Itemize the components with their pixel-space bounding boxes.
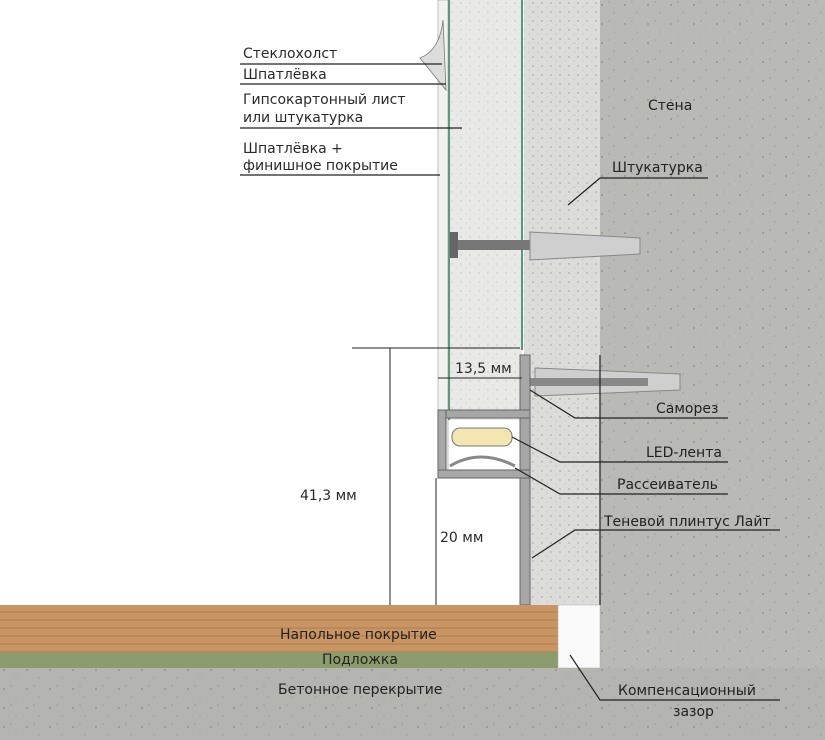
led-strip — [451, 427, 513, 447]
underlay — [0, 652, 558, 668]
dimension-width: 13,5 мм — [455, 361, 512, 377]
label-drywall-1: Гипсокартонный лист — [243, 92, 406, 108]
floor-covering — [0, 605, 558, 652]
label-baseboard: Теневой плинтус Лайт — [603, 514, 771, 530]
label-screw: Саморез — [656, 401, 718, 417]
label-drywall-2: или штукатурка — [243, 110, 363, 126]
screw-icon — [450, 231, 641, 261]
label-floor-covering: Напольное покрытие — [280, 627, 437, 643]
label-finish-1: Шпатлёвка + — [243, 141, 343, 157]
expansion-gap — [557, 604, 601, 669]
diffuser — [449, 455, 516, 468]
label-finish-2: финишное покрытие — [243, 158, 398, 174]
label-gap-2: зазор — [673, 704, 714, 720]
label-led-strip: LED-лента — [646, 445, 722, 461]
label-plaster: Штукатурка — [612, 160, 703, 176]
dimension-total-height: 41,3 мм — [300, 488, 357, 504]
label-gap-1: Компенсационный — [618, 683, 756, 699]
label-underlay: Подложка — [322, 652, 398, 668]
dowel-icon — [528, 367, 681, 397]
label-diffuser: Рассеиватель — [617, 477, 718, 493]
label-putty: Шпатлёвка — [243, 67, 327, 83]
label-fiberglass: Стеклохолст — [243, 46, 337, 62]
dimension-lower-height: 20 мм — [440, 530, 483, 546]
label-concrete-slab: Бетонное перекрытие — [278, 682, 442, 698]
label-wall: Стена — [648, 98, 692, 114]
